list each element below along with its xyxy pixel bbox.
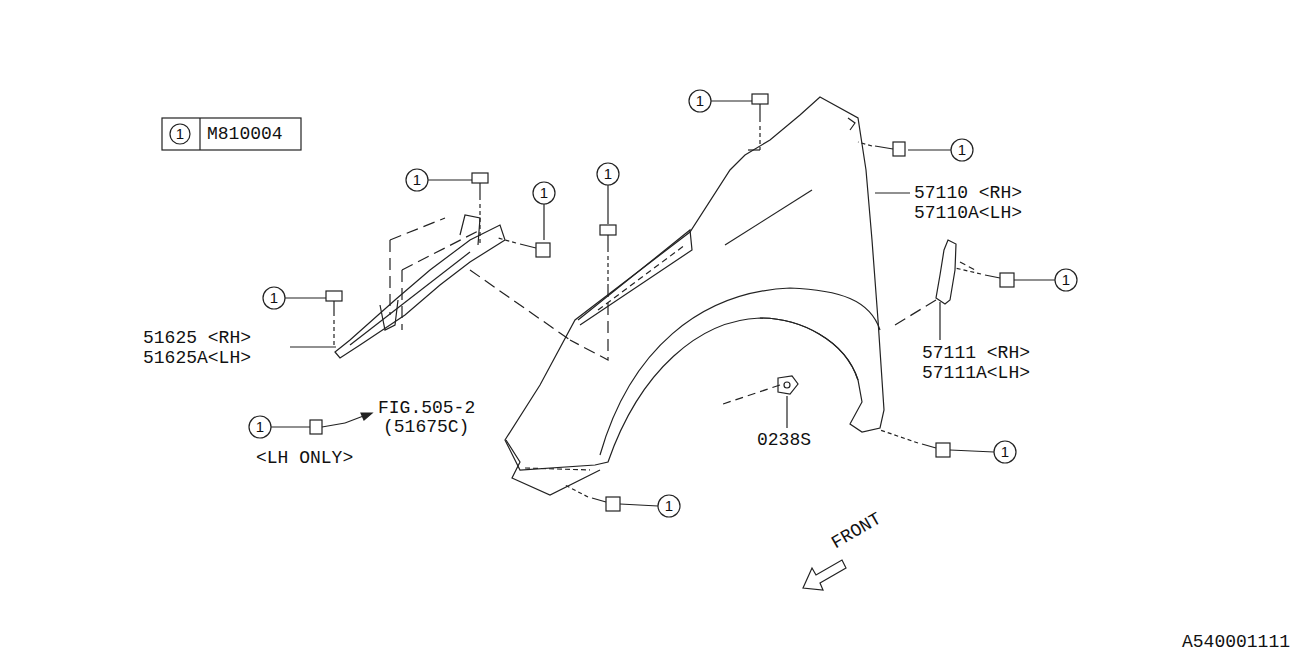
callout-number: 1 [1055,269,1077,291]
part-number: 57110 <RH> [914,183,1022,203]
part-number: 51625 <RH> [143,328,251,348]
part-number: 0238S [757,430,811,450]
figure-reference: (51675C) [383,417,469,437]
part-number: 51625A<LH> [143,348,251,368]
part-number: 57111A<LH> [922,363,1030,383]
callout-number: 1 [406,169,428,191]
part-number: 57110A<LH> [914,203,1022,223]
callout-number: 1 [689,90,711,112]
callout-number: 1 [533,182,555,204]
figure-reference: FIG.505-2 [378,398,475,418]
callout-number: 1 [994,441,1016,463]
part-code: M810004 [207,124,283,144]
part-number: 57111 <RH> [922,343,1030,363]
callout-number: 1 [597,163,619,185]
note: <LH ONLY> [256,448,353,468]
callout-number: 1 [249,416,271,438]
callout-number: 1 [169,123,191,145]
direction-label: FRONT [828,509,885,553]
callout-number: 1 [263,287,285,309]
callout-number: 1 [658,495,680,517]
drawing-number: A540001111 [1182,632,1290,652]
callout-number: 1 [951,139,973,161]
